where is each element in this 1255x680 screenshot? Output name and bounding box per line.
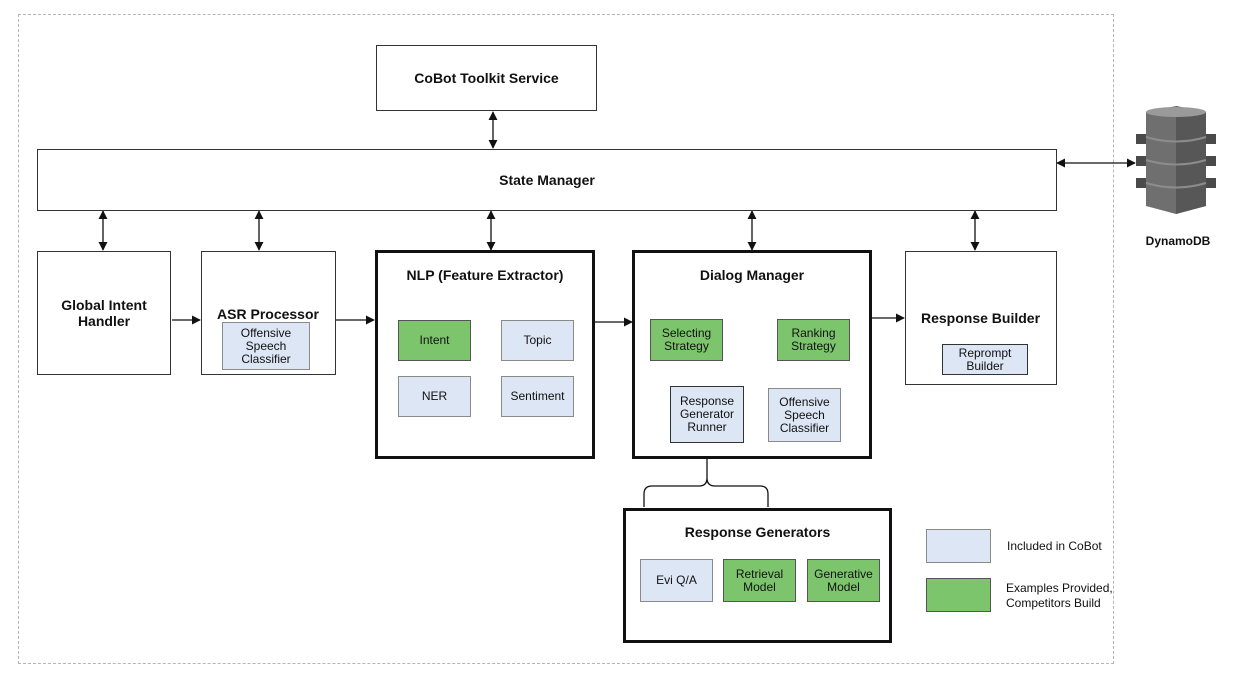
legend-label-examples: Examples Provided, Competitors Build [1006,581,1113,610]
nlp-intent: Intent [398,320,471,361]
response-builder-title: Response Builder [920,310,1041,326]
dialog-manager: Dialog Manager Selecting Strategy Rankin… [632,250,872,459]
legend-swatch-examples [926,578,991,612]
state-manager: State Manager [37,149,1057,211]
brace-generators [643,442,769,507]
reprompt-builder: Reprompt Builder [942,344,1028,375]
generator-evi-qa: Evi Q/A [640,559,713,602]
global-intent-label: Global Intent Handler [61,297,147,329]
dialog-response-generator-runner: Response Generator Runner [670,386,744,443]
cobot-toolkit-label: CoBot Toolkit Service [414,70,559,86]
generator-retrieval-model: Retrieval Model [723,559,796,602]
cobot-toolkit-service: CoBot Toolkit Service [376,45,597,111]
dialog-offensive-classifier: Offensive Speech Classifier [768,388,841,442]
nlp-ner: NER [398,376,471,417]
dynamodb-label: DynamoDB [1145,234,1211,248]
legend-label-included: Included in CoBot [1007,539,1102,553]
dialog-selecting-strategy: Selecting Strategy [650,319,723,361]
asr-title: ASR Processor [217,306,319,322]
nlp-topic: Topic [501,320,574,361]
dynamodb-icon [1136,106,1216,214]
asr-offensive-classifier: Offensive Speech Classifier [222,322,310,370]
diagram-frame [18,14,1114,664]
response-generators-title: Response Generators [684,524,831,540]
nlp-title: NLP (Feature Extractor) [406,267,564,283]
state-manager-label: State Manager [499,172,595,188]
legend-swatch-included [926,529,991,563]
dialog-ranking-strategy: Ranking Strategy [777,319,850,361]
response-builder: Response Builder Reprompt Builder [905,251,1057,385]
global-intent-handler: Global Intent Handler [37,251,171,375]
response-generators: Response Generators Evi Q/A Retrieval Mo… [623,508,892,643]
dialog-title: Dialog Manager [699,267,805,283]
nlp-feature-extractor: NLP (Feature Extractor) Intent Topic NER… [375,250,595,459]
asr-processor: ASR Processor Offensive Speech Classifie… [201,251,336,375]
nlp-sentiment: Sentiment [501,376,574,417]
generator-generative-model: Generative Model [807,559,880,602]
